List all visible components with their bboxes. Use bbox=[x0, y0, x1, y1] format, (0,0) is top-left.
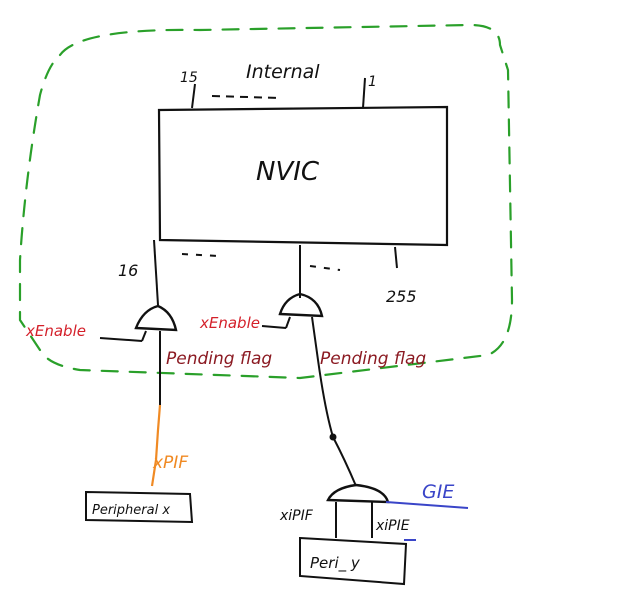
internal-label: Internal bbox=[246, 61, 320, 83]
pending-label-right: Pending flag bbox=[320, 349, 426, 369]
internal-range-start: 15 bbox=[180, 70, 198, 86]
gie-line bbox=[385, 501, 469, 509]
enable-tick-right bbox=[285, 316, 291, 329]
enable-line-right bbox=[261, 325, 287, 329]
nvic-line-255 bbox=[394, 246, 398, 269]
enable-tick-left bbox=[141, 330, 147, 342]
external-dots-left bbox=[181, 253, 219, 257]
and-gate-right bbox=[278, 292, 324, 318]
external-first-label: 16 bbox=[118, 261, 138, 280]
gie-label: GIE bbox=[422, 481, 454, 503]
nvic-line-16 bbox=[153, 239, 159, 306]
external-last-label: 255 bbox=[386, 287, 417, 306]
pending-label-left: Pending flag bbox=[166, 349, 272, 369]
nvic-block bbox=[157, 105, 449, 247]
external-dots-right bbox=[309, 265, 341, 271]
enable-line-left bbox=[99, 337, 143, 342]
nvic-label: NVIC bbox=[256, 157, 320, 187]
internal-dots bbox=[211, 95, 281, 99]
junction-dot bbox=[329, 433, 337, 441]
flag-label-right: xiPIF bbox=[279, 508, 314, 524]
peripheral-y-label: Peri_ y bbox=[310, 554, 361, 573]
internal-line-15 bbox=[191, 83, 196, 109]
ie-label-right: xiPIE bbox=[375, 518, 410, 534]
internal-line-1 bbox=[362, 77, 366, 109]
and-gate-lower bbox=[326, 483, 390, 504]
enable-label-left: xEnable bbox=[25, 322, 86, 340]
flag-label-left: xPIF bbox=[152, 453, 188, 473]
gate-input-right bbox=[311, 316, 357, 487]
flag-line-left bbox=[150, 404, 162, 487]
nvic-boundary bbox=[18, 23, 514, 380]
peripheral-x-label: Peripheral x bbox=[92, 503, 170, 518]
peripheral-y-box bbox=[299, 536, 408, 586]
peripheral-x-box bbox=[85, 490, 194, 524]
internal-range-end: 1 bbox=[368, 74, 377, 90]
and-gate-left bbox=[134, 304, 178, 332]
enable-label-right: xEnable bbox=[199, 314, 260, 332]
